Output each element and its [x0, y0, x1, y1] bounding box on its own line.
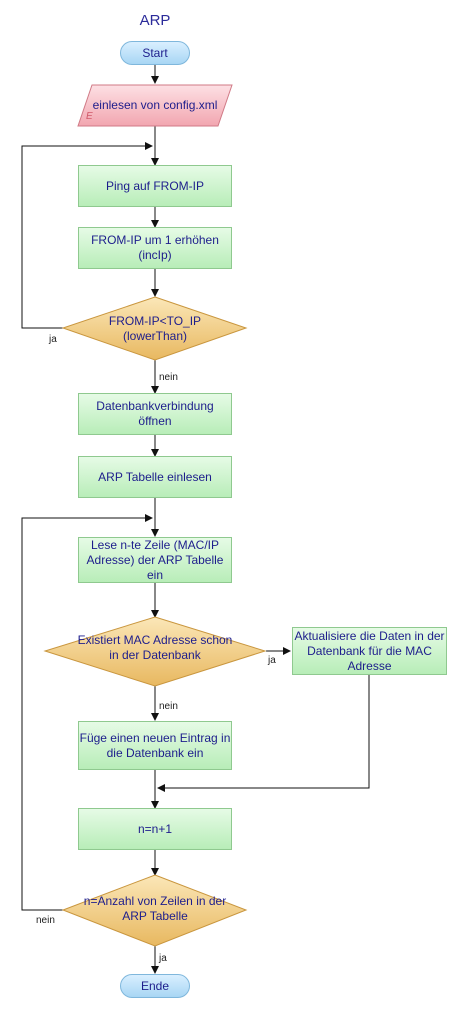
- ip-condition-label: FROM-IP<TO_IP (lowerThan): [108, 314, 202, 343]
- edge-label-ja-1: ja: [49, 334, 57, 345]
- edge-update-merge: [157, 675, 370, 792]
- read-arp-step: ARP Tabelle einlesen: [78, 456, 232, 498]
- edge-label-nein-3: nein: [36, 915, 55, 926]
- edge-loop-nein-3: [21, 514, 153, 911]
- shape-read-config: [77, 84, 233, 127]
- edge-label-ja-3: ja: [159, 953, 167, 964]
- read-row-step: Lese n-te Zeile (MAC/IP Adresse) der ARP…: [78, 537, 232, 583]
- diagram-title: ARP: [139, 12, 171, 29]
- start-terminal: Start: [120, 41, 190, 65]
- mac-exists-label: Existiert MAC Adresse schon in der Daten…: [77, 633, 233, 662]
- io-marker-label: E: [86, 111, 93, 122]
- ping-step: Ping auf FROM-IP: [78, 165, 232, 207]
- insert-entry-step: Füge einen neuen Eintrag in die Datenban…: [78, 721, 232, 770]
- read-config-label: einlesen von config.xml: [92, 97, 218, 112]
- update-data-step: Aktualisiere die Daten in der Datenbank …: [292, 627, 447, 675]
- edge-label-nein-1: nein: [159, 372, 178, 383]
- db-open-step: Datenbankverbindung öffnen: [78, 393, 232, 435]
- edge-loop-ja-1: [21, 142, 153, 329]
- shape-count-condition: [61, 874, 248, 947]
- end-terminal: Ende: [120, 974, 190, 998]
- increment-n-step: n=n+1: [78, 808, 232, 850]
- edge-label-ja-2: ja: [268, 655, 276, 666]
- shape-ip-condition: [61, 296, 248, 361]
- edge-label-nein-2: nein: [159, 701, 178, 712]
- increment-ip-step: FROM-IP um 1 erhöhen (incIp): [78, 227, 232, 269]
- count-condition-label: n=Anzahl von Zeilen in der ARP Tabelle: [83, 894, 227, 923]
- shape-mac-exists: [43, 616, 267, 687]
